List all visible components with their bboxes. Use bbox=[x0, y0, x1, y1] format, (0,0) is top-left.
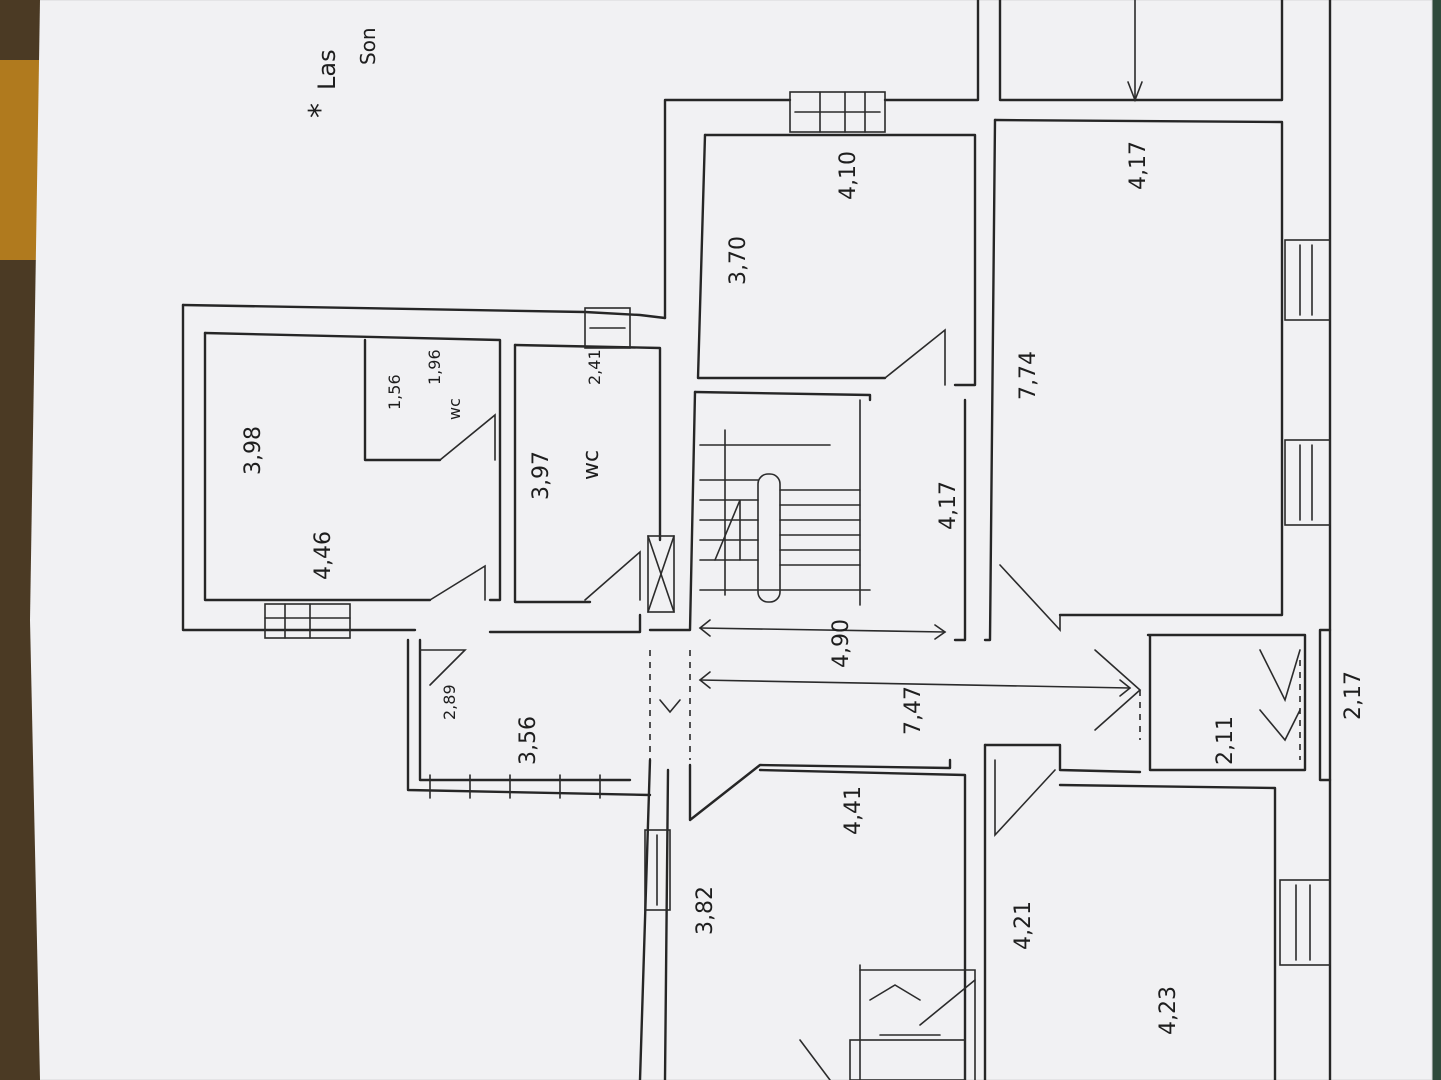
label-356: 3,56 bbox=[516, 716, 541, 765]
label-382: 3,82 bbox=[693, 886, 718, 935]
label-241: 2,41 bbox=[585, 349, 604, 385]
corridor bbox=[406, 619, 1132, 799]
small-rooms bbox=[1094, 628, 1332, 782]
label-wc-large: wc bbox=[579, 450, 604, 480]
label-490: 4,90 bbox=[829, 619, 854, 668]
label-774: 7,74 bbox=[1016, 351, 1041, 400]
label-156: 1,56 bbox=[385, 374, 404, 410]
note-asterisk: * bbox=[303, 103, 338, 118]
label-423: 4,23 bbox=[1156, 986, 1181, 1035]
large-room-walls bbox=[983, 0, 1332, 1080]
label-446: 4,46 bbox=[311, 531, 336, 580]
label-211: 2,11 bbox=[1213, 716, 1238, 765]
label-410: 4,10 bbox=[836, 151, 861, 200]
bottom-rooms bbox=[638, 743, 1331, 1080]
label-196: 1,96 bbox=[425, 349, 444, 385]
dimension-labels: 3,98 4,46 1,56 1,96 wc 3,97 wc 2,41 3,70… bbox=[241, 141, 1366, 1035]
center-room-walls bbox=[663, 0, 980, 387]
label-217: 2,17 bbox=[1341, 671, 1366, 720]
left-wing-walls bbox=[181, 303, 675, 639]
label-421: 4,21 bbox=[1011, 901, 1036, 950]
label-wc-small: wc bbox=[445, 398, 464, 420]
label-398: 3,98 bbox=[241, 426, 266, 475]
label-747: 7,47 bbox=[901, 686, 926, 735]
note-line1: Las bbox=[313, 49, 341, 90]
label-397: 3,97 bbox=[529, 451, 554, 500]
stairwell bbox=[648, 390, 967, 642]
label-289: 2,89 bbox=[440, 684, 459, 720]
note-line2: Son bbox=[356, 27, 380, 65]
label-441: 4,41 bbox=[841, 786, 866, 835]
label-370: 3,70 bbox=[726, 236, 751, 285]
label-417-top: 4,17 bbox=[1126, 141, 1151, 190]
handwritten-notes: * Las Son bbox=[303, 27, 380, 118]
label-417-stair: 4,17 bbox=[936, 481, 961, 530]
